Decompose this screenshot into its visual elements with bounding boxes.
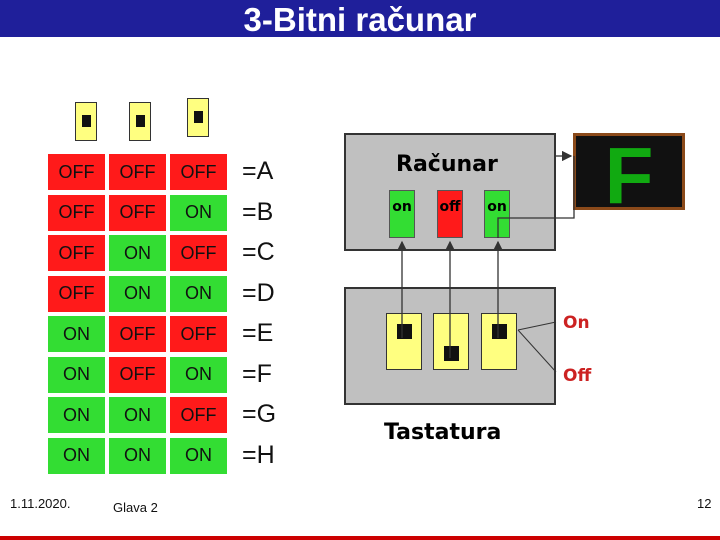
footer-chapter: Glava 2 bbox=[113, 500, 158, 515]
slide-title: 3-Bitni računar bbox=[243, 1, 477, 38]
table-cell: OFF bbox=[108, 193, 167, 232]
on-label: On bbox=[563, 313, 590, 333]
result-letter: =H bbox=[242, 440, 275, 469]
keyboard-label: Tastatura bbox=[384, 420, 502, 445]
table-cell: OFF bbox=[47, 234, 106, 272]
table-cell: OFF bbox=[108, 153, 167, 191]
table-cell: OFF bbox=[47, 274, 106, 313]
table-cell: OFF bbox=[169, 396, 228, 434]
result-letter: =A bbox=[242, 157, 274, 185]
table-cell: OFF bbox=[47, 193, 106, 232]
result-letter: =C bbox=[242, 238, 275, 266]
table-cell: OFF bbox=[169, 234, 228, 272]
table-cell: ON bbox=[108, 436, 167, 475]
computer-label: Računar bbox=[396, 152, 498, 177]
result-letter: =G bbox=[242, 400, 277, 428]
table-cell: OFF bbox=[108, 355, 167, 394]
title-bar bbox=[0, 0, 720, 37]
table-cell: OFF bbox=[47, 153, 106, 191]
on-pointer bbox=[517, 321, 557, 331]
table-cell: ON bbox=[169, 274, 228, 313]
table-cell: ON bbox=[108, 396, 167, 434]
table-cell: ON bbox=[108, 234, 167, 272]
table-cell: ON bbox=[47, 355, 106, 394]
result-letter: =B bbox=[242, 197, 274, 226]
result-letter: =D bbox=[242, 278, 275, 307]
off-pointer bbox=[517, 329, 557, 373]
table-cell: OFF bbox=[169, 315, 228, 353]
bottom-line bbox=[0, 536, 720, 540]
off-label: Off bbox=[563, 366, 592, 386]
table-cell: ON bbox=[108, 274, 167, 313]
table-cell: OFF bbox=[108, 315, 167, 353]
led-3: on bbox=[484, 190, 510, 238]
footer-page: 12 bbox=[697, 496, 712, 511]
table-cell: OFF bbox=[169, 153, 228, 191]
led-1: on bbox=[389, 190, 415, 238]
switch-icon-3 bbox=[187, 98, 209, 137]
table-cell: ON bbox=[47, 396, 106, 434]
switch-icon-1 bbox=[75, 102, 97, 141]
switch-icon-2 bbox=[129, 102, 151, 141]
keyboard-switch-3[interactable] bbox=[481, 313, 517, 370]
table-cell: ON bbox=[47, 436, 106, 475]
table-cell: ON bbox=[169, 436, 228, 475]
table-cell: ON bbox=[169, 193, 228, 232]
keyboard-switch-1[interactable] bbox=[386, 313, 422, 370]
display-wire bbox=[497, 156, 575, 238]
table-cell: ON bbox=[47, 315, 106, 353]
display-letter: F bbox=[604, 131, 654, 220]
table-cell: ON bbox=[169, 355, 228, 394]
keyboard-switch-2[interactable] bbox=[433, 313, 469, 370]
result-letter: =E bbox=[242, 319, 274, 347]
footer-date: 1.11.2020. bbox=[10, 496, 71, 511]
led-2: off bbox=[437, 190, 463, 238]
result-letter: =F bbox=[242, 359, 272, 388]
